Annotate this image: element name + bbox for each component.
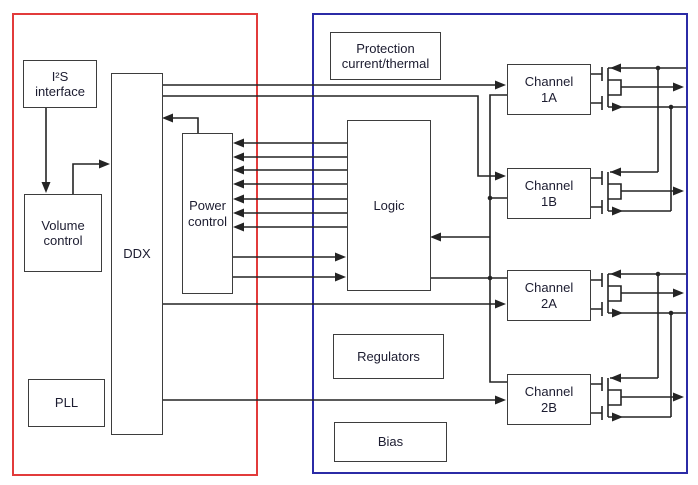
output-stage-2b bbox=[589, 373, 684, 422]
block-power-control: Power control bbox=[182, 133, 233, 294]
left-section-wires bbox=[41, 106, 199, 194]
output-stage-1a bbox=[589, 63, 686, 211]
block-protection: Protection current/thermal bbox=[330, 32, 441, 80]
block-channel-2a: Channel 2A bbox=[507, 270, 591, 321]
digital-section-frame bbox=[312, 13, 688, 474]
block-channel-1b: Channel 1B bbox=[507, 168, 591, 219]
feedback-bus-wires bbox=[429, 94, 507, 383]
block-regulators: Regulators bbox=[333, 334, 444, 379]
block-channel-1a: Channel 1A bbox=[507, 64, 591, 115]
block-pll: PLL bbox=[28, 379, 105, 427]
analog-section-frame bbox=[12, 13, 258, 476]
block-logic: Logic bbox=[347, 120, 431, 291]
block-i2s-interface: I²S interface bbox=[23, 60, 97, 108]
block-bias: Bias bbox=[334, 422, 447, 462]
block-volume-control: Volume control bbox=[24, 194, 102, 272]
block-channel-2b: Channel 2B bbox=[507, 374, 591, 425]
output-stage-1b bbox=[589, 167, 684, 216]
block-ddx: DDX bbox=[111, 73, 163, 435]
logic-power-control-wires bbox=[231, 138, 347, 282]
ddx-to-channel-wires bbox=[161, 80, 506, 405]
output-stage-2a bbox=[589, 269, 686, 417]
